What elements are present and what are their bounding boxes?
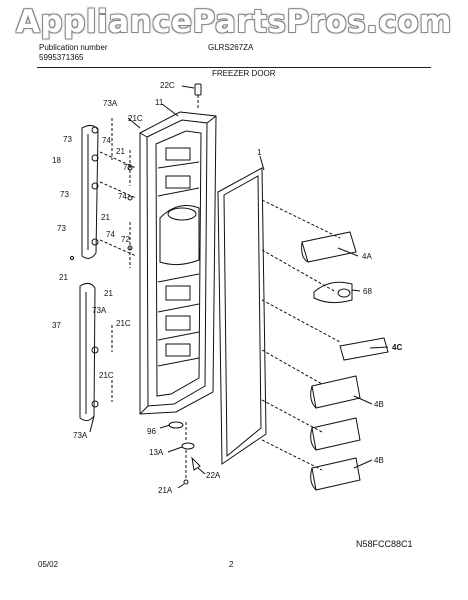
door-bin-4B-lower [310,457,361,491]
top-hinge-pin [194,83,202,110]
callout-37: 37 [52,321,61,330]
callout-72-1: 72 [123,163,132,172]
upper-handle-trim [81,124,99,259]
callout-21-1: 21 [116,147,125,156]
callout-21C-mid: 21C [116,319,131,328]
callout-68: 68 [363,287,372,296]
callout-21-2: 21 [101,213,110,222]
callout-73A-bot: 73A [73,431,88,440]
callout-96: 96 [147,427,156,436]
callout-73A-top: 73A [103,99,118,108]
header-rule [37,67,431,68]
callout-21-4: 21 [104,289,113,298]
freezer-door-shell [139,111,217,415]
model-number: GLRS267ZA [208,43,254,52]
door-bin-4B-upper [310,375,361,409]
callout-21A: 21A [158,486,173,495]
callout-74-3: 74 [106,230,115,239]
callout-74-2: 74 [118,192,127,201]
watermark: AppliancePartsPros.com [16,4,452,40]
publication-number: 5995371365 [39,53,84,62]
leader-lines [89,85,389,489]
footer-date: 05/02 [38,560,59,569]
callout-18: 18 [52,156,61,165]
callout-21-3: 21 [59,273,68,282]
callout-73-3: 73 [57,224,66,233]
callout-21C-low: 21C [99,371,114,380]
bin-68 [313,281,353,304]
door-bin-4C [339,337,389,361]
callout-4A: 4A [362,252,372,261]
callout-73A-mid: 73A [92,306,107,315]
door-bin-4A [301,231,357,263]
callout-22A: 22A [206,471,221,480]
publication-label: Publication number [39,43,108,52]
assembly-guides [99,118,341,478]
callout-21C-top: 21C [128,114,143,123]
footer-page: 2 [229,560,234,569]
diagram-code: N58FCC88C1 [356,539,413,549]
door-bin-middle [310,417,361,451]
callout-4C: 4C [392,343,402,352]
callout-13A: 13A [149,448,164,457]
door-gasket [217,167,267,465]
screws [70,126,133,408]
section-title: FREEZER DOOR [212,69,276,78]
callout-73-1: 73 [63,135,72,144]
callout-74-1: 74 [102,136,111,145]
callout-72-2: 72 [121,235,130,244]
callout-1: 1 [257,148,262,157]
callout-4B-2: 4B [374,456,384,465]
callout-4B-1: 4B [374,400,384,409]
callout-11: 11 [155,98,164,107]
bottom-hinge-parts [168,421,201,485]
callout-73-2: 73 [60,190,69,199]
callout-22C: 22C [160,81,175,90]
